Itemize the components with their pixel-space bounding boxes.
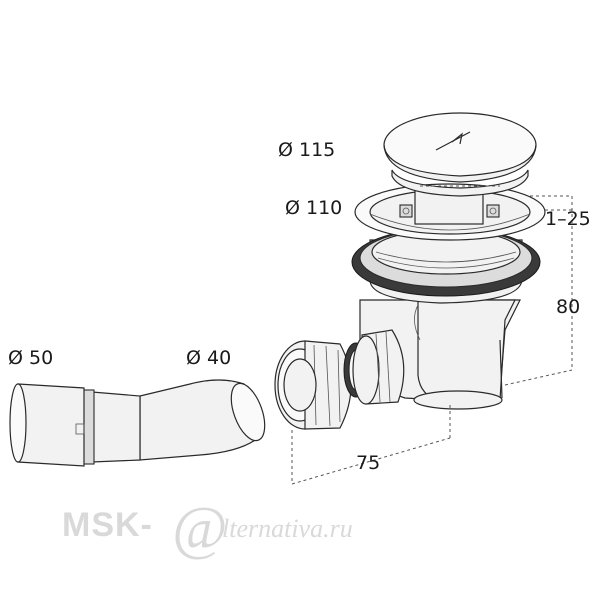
watermark-prefix: MSK- [62, 506, 153, 544]
union-nut [274, 340, 352, 430]
watermark-suffix: lternativa.ru [222, 514, 353, 543]
pipe-adapter [9, 379, 266, 467]
threaded-body [351, 227, 541, 304]
dimension-lines [291, 195, 573, 485]
dim-outlet-offset: 75 [356, 452, 380, 474]
outlet-spigot [352, 329, 405, 405]
dim-pipe-40: Ø 40 [186, 347, 231, 369]
watermark-at: @ [172, 495, 228, 561]
dim-height-range: 1–25 [545, 208, 591, 230]
drain-cap [383, 112, 537, 197]
dim-height: 80 [556, 296, 580, 318]
flange-ring [354, 183, 546, 241]
dim-pipe-50: Ø 50 [8, 347, 53, 369]
dim-cap-diameter: Ø 115 [278, 139, 335, 161]
dim-flange-diameter: Ø 110 [285, 197, 342, 219]
